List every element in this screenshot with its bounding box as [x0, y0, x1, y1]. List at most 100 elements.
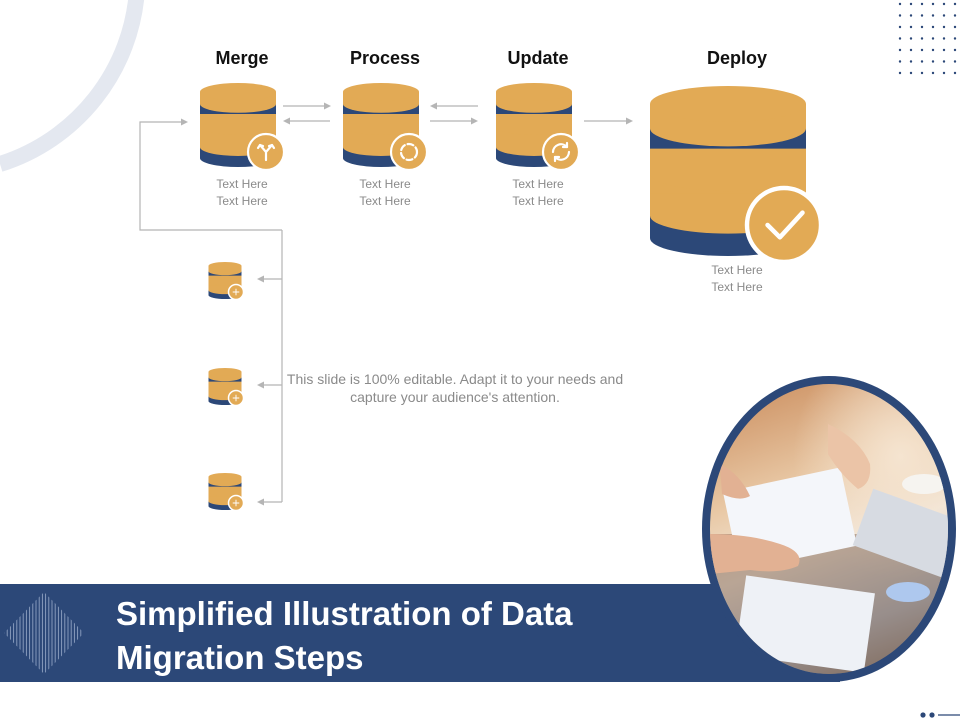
db-band [496, 113, 572, 135]
database-deploy [650, 86, 824, 265]
db-band [208, 275, 242, 285]
grid-dot [898, 71, 902, 75]
step-arrowheads [283, 102, 633, 125]
db-top [343, 83, 419, 101]
grid-dot [931, 37, 935, 40]
grid-dot [931, 60, 935, 63]
database-update [496, 83, 581, 172]
caption-line: Text Here [359, 194, 411, 208]
footer-dot [920, 712, 926, 718]
grid-dot [931, 25, 935, 29]
db-band [650, 148, 806, 192]
slide-body-text: This slide is 100% editable. Adapt it to… [286, 371, 624, 405]
step-caption-merge: Text Here Text Here [172, 176, 312, 210]
arrowheads [181, 118, 264, 506]
decorative-diamond [4, 592, 82, 674]
db-band [200, 113, 276, 135]
check-icon [744, 185, 824, 265]
update-icon [541, 132, 581, 172]
photo-hand [710, 534, 800, 574]
caption-line: Text Here [359, 177, 411, 191]
arrowhead [257, 498, 264, 506]
dot-grid [898, 2, 957, 75]
arrowhead [626, 117, 633, 125]
grid-dot [898, 2, 902, 6]
db-band [343, 113, 419, 135]
grid-dot [942, 25, 946, 29]
merge-icon [246, 132, 286, 172]
grid-dot [909, 25, 913, 29]
grid-dot [920, 2, 924, 6]
plus-icon [227, 283, 245, 301]
arrowhead [283, 117, 290, 125]
arrowhead [181, 118, 188, 126]
photo-laptop [852, 488, 948, 580]
grid-dot [942, 71, 946, 75]
slide-title: Simplified Illustration of Data Migratio… [116, 595, 573, 676]
step-arrows [283, 105, 627, 122]
grid-dot [920, 14, 924, 17]
step-caption-process: Text Here Text Here [315, 176, 455, 210]
grid-dot [898, 60, 902, 63]
grid-dot [931, 71, 935, 75]
grid-dot [953, 37, 957, 40]
caption-line: Text Here [711, 280, 763, 294]
grid-dot [942, 48, 946, 52]
database-merge [200, 83, 286, 172]
grid-dot [942, 2, 946, 6]
grid-dot [920, 25, 924, 29]
step-title-process: Process [349, 48, 421, 68]
database-process [343, 83, 429, 172]
grid-dot [898, 14, 902, 17]
grid-dot [898, 25, 902, 29]
grid-dot [931, 14, 935, 17]
grid-dot [898, 48, 902, 52]
db-band [208, 486, 242, 496]
grid-dot [920, 48, 924, 52]
plus-icon [227, 494, 245, 512]
grid-dot [942, 60, 946, 63]
database-group [200, 83, 824, 512]
grid-dot [953, 71, 957, 75]
photo-cup [902, 474, 946, 494]
step-title-update: Update [507, 48, 569, 68]
db-band [208, 381, 242, 391]
grid-dot [931, 48, 935, 52]
db-top [208, 262, 242, 270]
db-top [650, 86, 806, 122]
process-icon [389, 132, 429, 172]
grid-dot [909, 71, 913, 75]
arrowhead [324, 102, 331, 110]
grid-dot [953, 2, 957, 6]
grid-dot [953, 25, 957, 29]
caption-line: Text Here [512, 194, 564, 208]
source-database [208, 368, 245, 407]
photo-hand [828, 424, 871, 489]
footer-dot [929, 712, 935, 718]
grid-dot [920, 37, 924, 40]
db-top [496, 83, 572, 101]
office-photo [702, 376, 956, 682]
grid-dot [909, 2, 913, 6]
footer-dots [920, 712, 960, 718]
grid-dot [920, 60, 924, 63]
caption-line: Text Here [216, 177, 268, 191]
grid-dot [953, 14, 957, 17]
db-top [200, 83, 276, 101]
step-caption-update: Text Here Text Here [468, 176, 608, 210]
grid-dot [909, 48, 913, 52]
step-title-deploy: Deploy [706, 48, 767, 68]
arrowhead [257, 275, 264, 283]
db-top [208, 473, 242, 481]
decorative-arc [0, 0, 145, 172]
grid-dot [942, 37, 946, 40]
photo-mouse [886, 582, 930, 602]
grid-dot [909, 37, 913, 40]
grid-dot [953, 48, 957, 52]
source-database [208, 473, 245, 512]
photo-hand [720, 464, 750, 499]
grid-dot [931, 2, 935, 6]
arrowhead [471, 117, 478, 125]
arrowhead [257, 381, 264, 389]
photo-clipboard [735, 575, 875, 673]
